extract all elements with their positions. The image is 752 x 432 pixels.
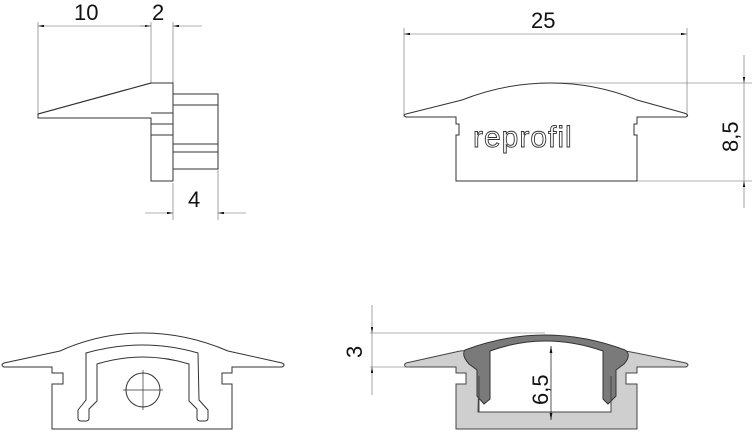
- dimension-label: 8,5: [718, 121, 743, 152]
- dimension-label: 10: [74, 0, 98, 25]
- side-view: [37, 22, 246, 220]
- brand-logo: reprofil: [473, 121, 573, 154]
- endcap-section-view: [1, 332, 285, 430]
- dimension-label: 6,5: [528, 374, 553, 405]
- dimension-label: 3: [342, 346, 367, 358]
- dimension-label: 25: [531, 8, 555, 33]
- dimension-label: 2: [152, 0, 164, 25]
- front-view: [403, 28, 752, 208]
- dimension-label: 4: [188, 187, 200, 212]
- assembled-section-view: [370, 305, 689, 430]
